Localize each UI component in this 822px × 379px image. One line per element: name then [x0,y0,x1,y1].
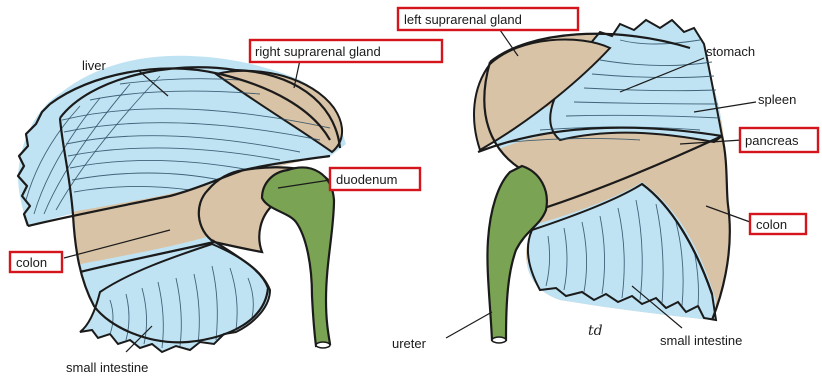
right-ureter-end [316,342,330,348]
label-colon-right: colon [16,255,47,270]
label-spleen: spleen [758,92,796,107]
label-right-suprarenal-gland: right suprarenal gland [255,44,381,59]
label-left-suprarenal-gland: left suprarenal gland [404,12,522,27]
artist-signature: td [588,323,603,339]
label-colon-left: colon [756,217,787,232]
label-stomach: stomach [706,44,755,59]
label-ureter: ureter [392,336,427,351]
label-liver: liver [82,58,107,73]
label-duodenum: duodenum [336,172,397,187]
label-small-intestine-left: small intestine [660,333,742,348]
right-ureter-shape [262,168,334,346]
left-ureter-end [492,337,506,343]
left-kidney-figure [460,20,750,343]
leader-ureter [446,312,492,338]
label-small-intestine-right: small intestine [66,360,148,375]
right-kidney-figure [18,40,370,360]
label-pancreas: pancreas [745,133,799,148]
